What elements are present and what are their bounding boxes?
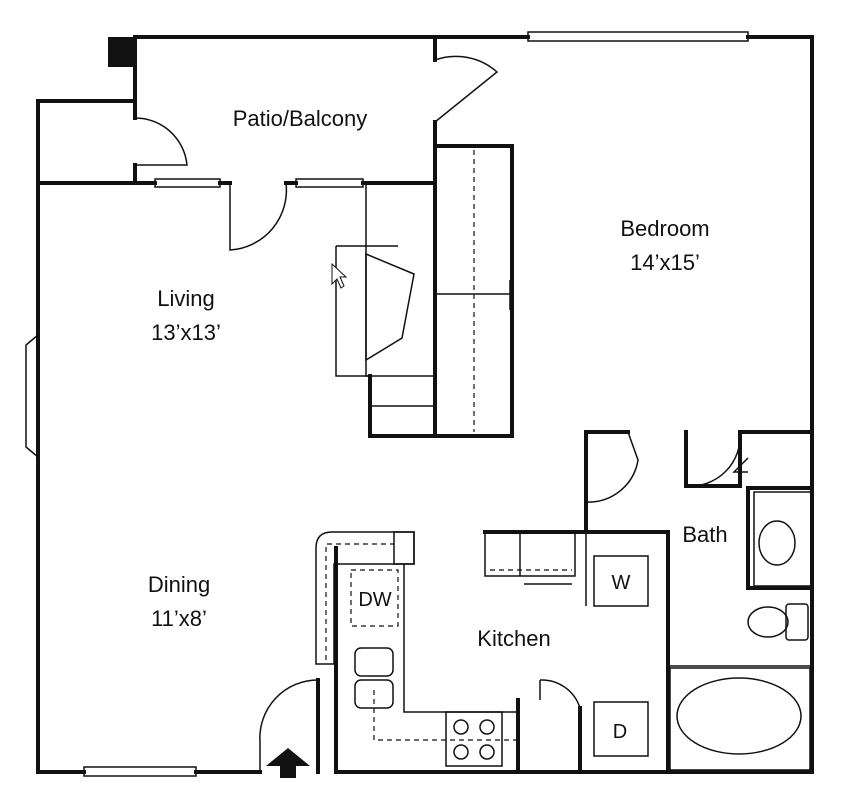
interior-walls: [36, 35, 814, 774]
kitchen-counter: DW: [315, 531, 518, 741]
dishwasher-label: DW: [358, 589, 391, 611]
doors: [134, 55, 741, 772]
bedroom-size: 14’x15’: [630, 250, 700, 275]
dishwasher: [350, 569, 399, 627]
fireplace: [335, 182, 436, 407]
laundry: W D: [585, 532, 649, 757]
windows: [25, 31, 749, 777]
room-labels: Patio/Balcony Bedroom 14’x15’ Living 13’…: [148, 106, 728, 651]
entry-arrow-icon: [266, 748, 310, 778]
bathtub: [669, 667, 811, 771]
kitchen-name: Kitchen: [477, 626, 550, 651]
dryer: [593, 701, 649, 757]
bedroom-closet: [435, 150, 512, 432]
stove: [445, 711, 503, 767]
column-block: [108, 37, 135, 67]
bath-fixtures: [669, 457, 813, 771]
washer-label: W: [612, 572, 631, 594]
dining-name: Dining: [148, 572, 210, 597]
exterior-walls: [36, 35, 814, 774]
washer: [593, 555, 649, 607]
toilet-tank: [785, 603, 809, 641]
living-name: Living: [157, 286, 214, 311]
bath-name: Bath: [682, 522, 727, 547]
sink-bowl: [758, 520, 796, 566]
toilet-bowl: [747, 606, 789, 638]
sink-basin-left: [354, 647, 394, 677]
living-size: 13’x13’: [151, 320, 221, 345]
bedroom-name: Bedroom: [620, 216, 709, 241]
mouse-cursor-icon: [331, 262, 348, 289]
dryer-label: D: [613, 721, 627, 743]
patio-name: Patio/Balcony: [233, 106, 368, 131]
sink-basin-right: [354, 679, 394, 709]
bathtub-basin: [676, 677, 802, 755]
dining-size: 11’x8’: [151, 606, 207, 631]
kitchen-cabinets: [484, 531, 576, 585]
